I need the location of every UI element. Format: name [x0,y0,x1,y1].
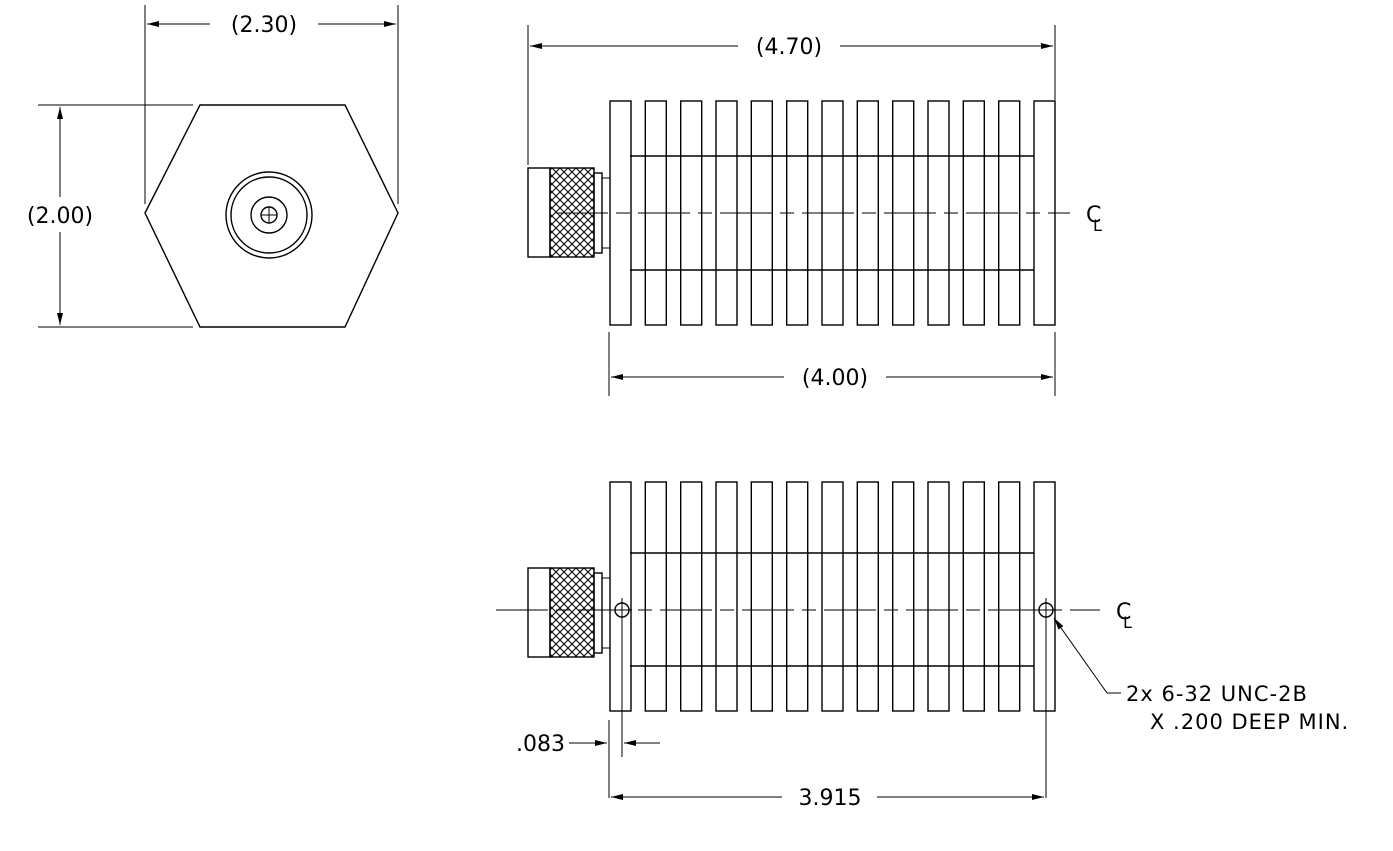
centerline-symbol-top: C L [1086,203,1102,235]
overall-length-label: (4.70) [756,35,822,60]
connector-mid-ring [230,176,308,254]
hole-spacing-label: 3.915 [799,786,862,811]
hex-height-dimension: (2.00) [27,104,193,328]
cooling-fin [856,481,879,712]
cooling-fin [1033,481,1056,712]
cooling-fin [998,481,1021,712]
fins-bottom [609,481,1056,712]
hole-spacing-dimension: 3.915 [611,618,1047,811]
body-length-dimension: (4.00) [608,332,1056,396]
connector-outer-ring [225,171,313,259]
centerline-symbol-bottom: C L [1116,600,1132,632]
hex-width-label: (2.30) [231,13,297,38]
cooling-fin [715,481,738,712]
hex-width-dimension: (2.30) [144,5,399,204]
hex-body [144,104,399,328]
cooling-fin [927,481,950,712]
end-view: (2.30) (2.00) [27,5,399,328]
overall-length-dimension: (4.70) [527,25,1056,165]
hole-offset-label: .083 [516,732,565,757]
n-connector-bottom [527,567,610,658]
hole-callout: 2x 6-32 UNC-2B X .200 DEEP MIN. [1053,617,1349,734]
cooling-fin [892,481,915,712]
cooling-fin [644,481,667,712]
svg-text:L: L [1093,216,1102,235]
side-view-top: C L (4.70) (4.00) [527,25,1102,396]
hole-offset-dimension: .083 [516,618,660,798]
cooling-fin [786,481,809,712]
cooling-fin [750,481,773,712]
svg-text:C: C [1116,600,1131,625]
svg-text:L: L [1123,613,1132,632]
hex-height-label: (2.00) [27,204,93,229]
tapped-hole-left [612,598,632,622]
body-length-label: (4.00) [802,366,868,391]
side-view-bottom: C L 2x 6-32 UNC-2B X .200 DEEP MIN. [496,481,1349,811]
cooling-fin [821,481,844,712]
callout-line-1: 2x 6-32 UNC-2B [1126,682,1308,706]
cooling-fin [609,481,632,712]
callout-line-2: X .200 DEEP MIN. [1150,710,1349,734]
cooling-fin [962,481,985,712]
cooling-fin [680,481,703,712]
connector-inner-ring [250,196,288,234]
svg-text:C: C [1086,203,1101,228]
